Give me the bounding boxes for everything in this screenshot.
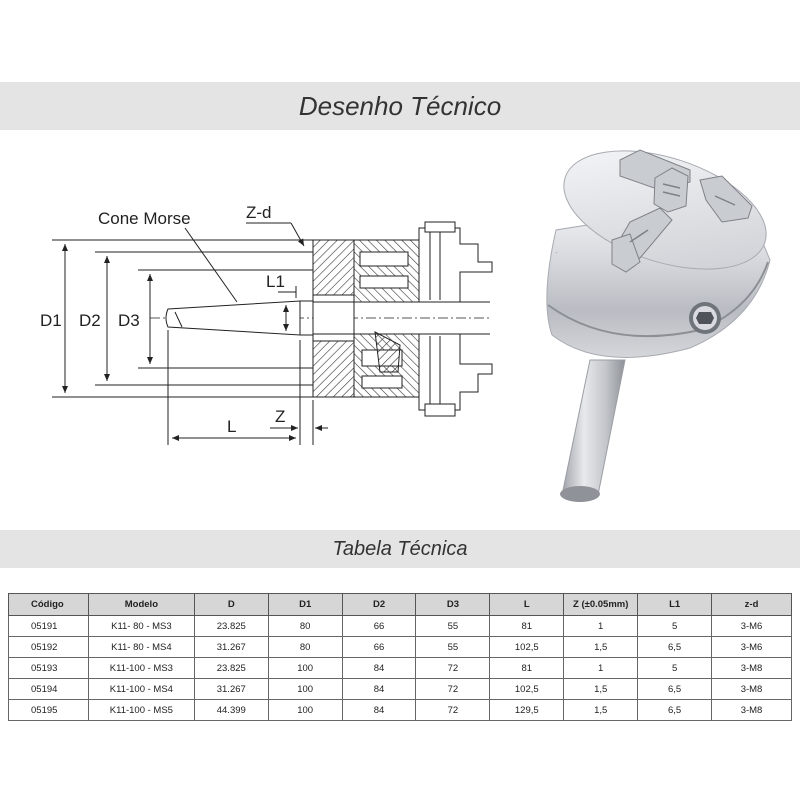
label-d1: D1 (40, 311, 62, 330)
col-header-l: L (489, 593, 565, 616)
table-title-band: Tabela Técnica (0, 530, 800, 568)
cell-z: 1 (563, 657, 639, 679)
cell-d: 31.267 (193, 678, 269, 700)
col-header-z: Z (±0.05mm) (563, 593, 639, 616)
cell-l: 102,5 (489, 678, 565, 700)
cell-l: 129,5 (489, 699, 565, 721)
label-d3: D3 (118, 311, 140, 330)
label-cone-morse: Cone Morse (98, 209, 191, 228)
cell-zd: 3-M8 (711, 678, 792, 700)
drawing-title-band: Desenho Técnico (0, 82, 800, 130)
cell-codigo: 05193 (8, 657, 89, 679)
cell-d2: 84 (341, 678, 417, 700)
cell-l1: 6,5 (637, 636, 713, 658)
col-header-codigo: Código (8, 593, 89, 616)
cell-d1: 100 (267, 699, 343, 721)
cell-z: 1,5 (563, 699, 639, 721)
col-header-l1: L1 (637, 593, 713, 616)
cell-modelo: K11-100 - MS3 (87, 657, 195, 679)
section-view (150, 221, 493, 417)
cell-codigo: 05192 (8, 636, 89, 658)
cell-d3: 72 (415, 657, 491, 679)
cell-l1: 5 (637, 615, 713, 637)
table-row: 05191 K11- 80 - MS3 23.825 80 66 55 81 1… (8, 615, 792, 637)
table-row: 05195 K11-100 - MS5 44.399 100 84 72 129… (8, 699, 792, 721)
cell-z: 1 (563, 615, 639, 637)
chuck-product-image: · (546, 149, 771, 502)
col-header-modelo: Modelo (87, 593, 195, 616)
cell-modelo: K11-100 - MS4 (87, 678, 195, 700)
cell-d2: 66 (341, 615, 417, 637)
spec-table: Código Modelo D D1 D2 D3 L Z (±0.05mm) L… (8, 593, 792, 721)
cell-l: 81 (489, 657, 565, 679)
cell-zd: 3-M6 (711, 615, 792, 637)
cell-d: 31.267 (193, 636, 269, 658)
cell-l: 81 (489, 615, 565, 637)
technical-drawing: Cone Morse Z-d L1 D1 D2 D3 L Z (40, 149, 771, 502)
cell-d3: 55 (415, 615, 491, 637)
label-l: L (227, 417, 236, 436)
cell-d1: 80 (267, 636, 343, 658)
cell-zd: 3-M6 (711, 636, 792, 658)
cell-modelo: K11- 80 - MS3 (87, 615, 195, 637)
label-d2: D2 (79, 311, 101, 330)
label-l1: L1 (266, 272, 285, 291)
table-row: 05193 K11-100 - MS3 23.825 100 84 72 81 … (8, 657, 792, 679)
cell-modelo: K11-100 - MS5 (87, 699, 195, 721)
col-header-zd: z-d (711, 593, 792, 616)
cell-d1: 100 (267, 678, 343, 700)
drawing-title: Desenho Técnico (298, 90, 502, 121)
cell-d2: 66 (341, 636, 417, 658)
cell-zd: 3-M8 (711, 657, 792, 679)
cell-d: 44.399 (193, 699, 269, 721)
cell-l1: 5 (637, 657, 713, 679)
cell-z: 1,5 (563, 636, 639, 658)
cell-z: 1,5 (563, 678, 639, 700)
cell-codigo: 05195 (8, 699, 89, 721)
label-z: Z (275, 407, 285, 426)
cell-l1: 6,5 (637, 699, 713, 721)
cell-d1: 100 (267, 657, 343, 679)
col-header-d2: D2 (341, 593, 417, 616)
col-header-d1: D1 (267, 593, 343, 616)
dimension-lines (52, 222, 328, 445)
table-row: 05192 K11- 80 - MS4 31.267 80 66 55 102,… (8, 636, 792, 658)
table-title: Tabela Técnica (332, 537, 468, 560)
table-header-row: Código Modelo D D1 D2 D3 L Z (±0.05mm) L… (8, 593, 792, 616)
cell-d3: 72 (415, 699, 491, 721)
cell-l1: 6,5 (637, 678, 713, 700)
cell-d1: 80 (267, 615, 343, 637)
label-z-d: Z-d (246, 203, 272, 222)
cell-codigo: 05194 (8, 678, 89, 700)
cell-d2: 84 (341, 699, 417, 721)
cell-d3: 72 (415, 678, 491, 700)
cell-zd: 3-M8 (711, 699, 792, 721)
cell-d: 23.825 (193, 615, 269, 637)
table-row: 05194 K11-100 - MS4 31.267 100 84 72 102… (8, 678, 792, 700)
cell-d3: 55 (415, 636, 491, 658)
cell-modelo: K11- 80 - MS4 (87, 636, 195, 658)
cell-d: 23.825 (193, 657, 269, 679)
col-header-d: D (193, 593, 269, 616)
cell-codigo: 05191 (8, 615, 89, 637)
cell-l: 102,5 (489, 636, 565, 658)
cell-d2: 84 (341, 657, 417, 679)
col-header-d3: D3 (415, 593, 491, 616)
svg-text:·: · (550, 249, 560, 255)
